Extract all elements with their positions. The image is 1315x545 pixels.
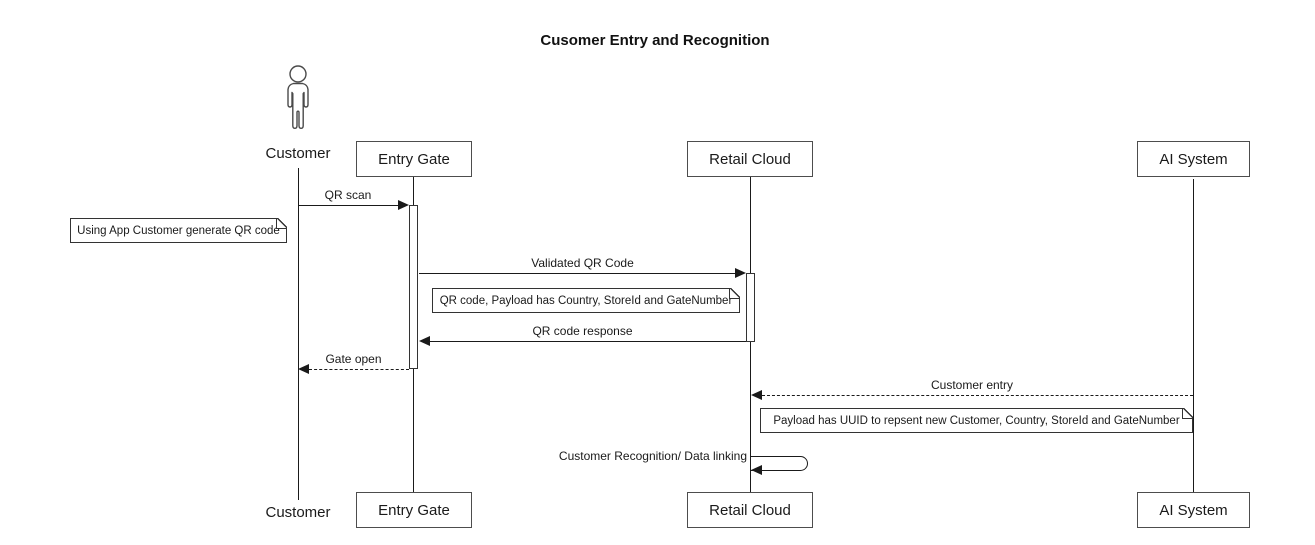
message-recognition-self-label: Customer Recognition/ Data linking — [558, 449, 747, 463]
arrowhead-left-icon — [751, 465, 762, 475]
participant-ai-system-top-label: AI System — [1159, 150, 1228, 168]
note-uuid-payload-text: Payload has UUID to repsent new Customer… — [773, 414, 1180, 427]
lifeline-ai-system — [1193, 179, 1194, 492]
note-fold-icon — [1182, 408, 1193, 419]
arrowhead-left-icon — [298, 364, 309, 374]
participant-entry-gate-bottom-label: Entry Gate — [378, 501, 450, 519]
message-customer-entry-line — [762, 395, 1193, 396]
message-qr-code-response-label: QR code response — [532, 324, 633, 338]
participant-retail-cloud-bottom: Retail Cloud — [687, 492, 813, 528]
arrowhead-right-icon — [735, 268, 746, 278]
message-gate-open-line — [309, 369, 409, 370]
participant-entry-gate-top-label: Entry Gate — [378, 150, 450, 168]
participant-retail-cloud-bottom-label: Retail Cloud — [709, 501, 791, 519]
participant-ai-system-bottom: AI System — [1137, 492, 1250, 528]
participant-entry-gate-bottom: Entry Gate — [356, 492, 472, 528]
participant-customer-top-label: Customer — [265, 145, 331, 162]
lifeline-customer — [298, 168, 299, 500]
participant-customer-bottom-label: Customer — [265, 504, 331, 521]
participant-retail-cloud-top-label: Retail Cloud — [709, 150, 791, 168]
note-fold-icon — [729, 288, 740, 299]
participant-ai-system-bottom-label: AI System — [1159, 501, 1228, 519]
message-qr-scan-line — [298, 205, 398, 206]
activation-entry-gate — [409, 205, 418, 369]
note-uuid-payload: Payload has UUID to repsent new Customer… — [760, 408, 1193, 433]
activation-retail-cloud — [746, 273, 755, 342]
message-gate-open-label: Gate open — [325, 352, 382, 366]
message-validated-qr-code-label: Validated QR Code — [531, 256, 634, 270]
note-qr-payload-text: QR code, Payload has Country, StoreId an… — [439, 294, 733, 307]
self-loop-arrow — [751, 456, 808, 471]
participant-ai-system-top: AI System — [1137, 141, 1250, 177]
customer-actor-icon — [287, 65, 309, 129]
message-qr-scan-label: QR scan — [324, 188, 372, 202]
message-validated-qr-code-line — [419, 273, 735, 274]
message-qr-code-response-line — [430, 341, 746, 342]
note-using-app: Using App Customer generate QR code — [70, 218, 287, 243]
participant-retail-cloud-top: Retail Cloud — [687, 141, 813, 177]
note-fold-icon — [276, 218, 287, 229]
arrowhead-right-icon — [398, 200, 409, 210]
note-using-app-text: Using App Customer generate QR code — [77, 224, 280, 237]
diagram-title: Cusomer Entry and Recognition — [540, 32, 770, 49]
arrowhead-left-icon — [419, 336, 430, 346]
arrowhead-left-icon — [751, 390, 762, 400]
participant-entry-gate-top: Entry Gate — [356, 141, 472, 177]
note-qr-payload: QR code, Payload has Country, StoreId an… — [432, 288, 740, 313]
message-customer-entry-label: Customer entry — [930, 378, 1014, 392]
